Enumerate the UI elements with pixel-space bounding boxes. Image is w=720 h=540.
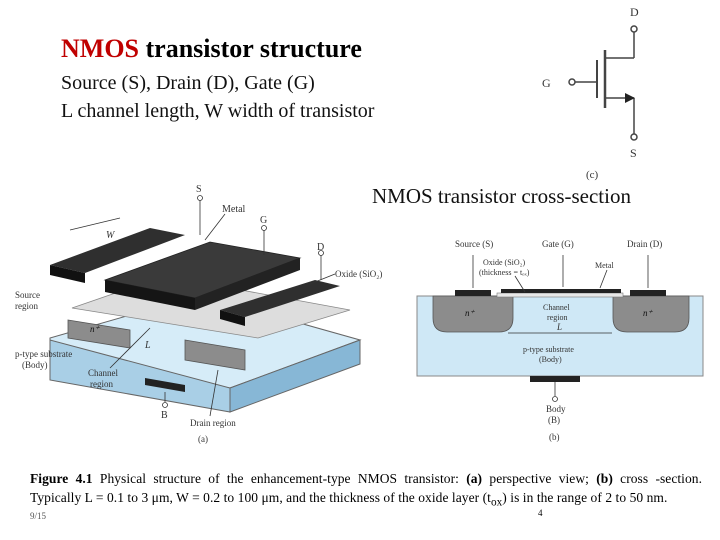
caption-subscript: ox <box>490 496 503 509</box>
title-rest: transistor structure <box>139 34 362 63</box>
symbol-arrow-icon <box>625 93 635 103</box>
caption-part-a: (a) <box>466 471 483 486</box>
caption-part-b: (b) <box>596 471 613 486</box>
drain-metal-top <box>220 280 340 317</box>
xsec-label-oxide-2: (thickness = tₒₓ) <box>479 268 530 277</box>
nmos-symbol: D G S (c) <box>542 5 639 181</box>
symbol-label-c: (c) <box>586 169 599 181</box>
persp-label-oxide: Oxide (SiO₂) <box>335 269 382 279</box>
caption-text-1: Physical structure of the enhancement-ty… <box>92 471 467 486</box>
xsec-source-metal <box>455 290 491 296</box>
persp-label-substrate-1: p-type substrate <box>15 349 72 359</box>
symbol-label-g: G <box>542 76 551 90</box>
subtitle-terminals: Source (S), Drain (D), Gate (G) <box>61 72 315 94</box>
xsec-n-plus-source <box>432 295 514 333</box>
symbol-label-s: S <box>630 146 637 160</box>
xsec-label-oxide-1: Oxide (SiO₂) <box>483 258 525 267</box>
persp-label-g: G <box>260 215 267 226</box>
caption-figure-label: Figure 4.1 <box>30 471 93 486</box>
xsec-label-drain: Drain (D) <box>627 239 662 249</box>
caption-text-4: ) is in the range of 2 to 50 nm. <box>502 490 668 505</box>
persp-label-b: B <box>161 410 168 421</box>
persp-label-source-region-1: Source <box>15 290 40 300</box>
gate-metal-side <box>195 258 300 310</box>
persp-label-d: D <box>317 242 324 253</box>
symbol-drain-terminal <box>630 25 638 33</box>
xsec-label-substrate-2: (Body) <box>539 355 562 364</box>
slide-date: 9/15 <box>30 511 47 521</box>
persp-label-s: S <box>196 184 202 195</box>
xsec-n-plus-drain <box>612 295 690 333</box>
cross-section-view: Source (S) Gate (G) Drain (D) Oxide (SiO… <box>416 239 704 442</box>
xsec-drain-metal <box>630 290 666 296</box>
xsec-label-gate: Gate (G) <box>542 239 574 249</box>
n-plus-drain-region <box>184 339 246 371</box>
xsec-oxide <box>496 292 624 298</box>
page-number: 4 <box>538 508 543 518</box>
xsec-label-body-1: Body <box>546 404 566 414</box>
xsec-label-n-plus-drain: n⁺ <box>643 308 654 318</box>
xsec-label-channel-1: Channel <box>543 303 570 312</box>
xsec-body-contact <box>530 376 580 382</box>
source-metal-edge <box>50 265 85 283</box>
xsec-label-body-2: (B) <box>548 415 560 425</box>
gate-metal-front <box>105 280 195 310</box>
xsec-label-l: L <box>556 322 562 332</box>
source-metal-top <box>50 228 185 273</box>
symbol-label-d: D <box>630 5 639 19</box>
title-highlight: NMOS <box>61 34 139 63</box>
symbol-source-terminal <box>630 133 638 141</box>
persp-label-l: L <box>144 340 151 351</box>
persp-label-w: W <box>106 230 116 241</box>
xsec-gate-metal <box>501 289 621 293</box>
persp-label-fig-a: (a) <box>198 434 208 444</box>
persp-label-metal: Metal <box>222 204 246 215</box>
drain-metal-edge <box>220 310 245 326</box>
persp-label-drain-region: Drain region <box>190 418 236 428</box>
persp-label-channel-2: region <box>90 379 113 389</box>
persp-label-n-plus: n⁺ <box>90 324 101 334</box>
symbol-gate-terminal <box>568 78 576 86</box>
xsec-label-fig-b: (b) <box>549 432 560 442</box>
xsec-label-substrate-1: p-type substrate <box>523 345 574 354</box>
xsec-label-metal: Metal <box>595 261 614 270</box>
persp-label-channel-1: Channel <box>88 368 118 378</box>
xsec-label-n-plus-source: n⁺ <box>465 308 476 318</box>
caption-text-3: cross -section. Typically L = 0.1 to 3 μ… <box>30 471 703 505</box>
persp-label-substrate-2: (Body) <box>22 360 48 370</box>
subtitle-dimensions: L channel length, W width of transistor <box>61 100 375 122</box>
figure-caption: Figure 4.1 Physical structure of the enh… <box>30 469 702 513</box>
cross-section-title: NMOS transistor cross-section <box>372 184 631 208</box>
xsec-label-channel-2: region <box>547 313 567 322</box>
body-contact <box>145 378 185 392</box>
perspective-view: S Metal G W D Oxide (SiO₂) Source region… <box>15 184 382 444</box>
caption-text-2: perspective view; <box>482 471 597 486</box>
xsec-label-source: Source (S) <box>455 239 493 249</box>
substrate-side <box>229 339 361 413</box>
persp-label-source-region-2: region <box>15 301 38 311</box>
slide-title: NMOS transistor structure <box>61 34 362 64</box>
